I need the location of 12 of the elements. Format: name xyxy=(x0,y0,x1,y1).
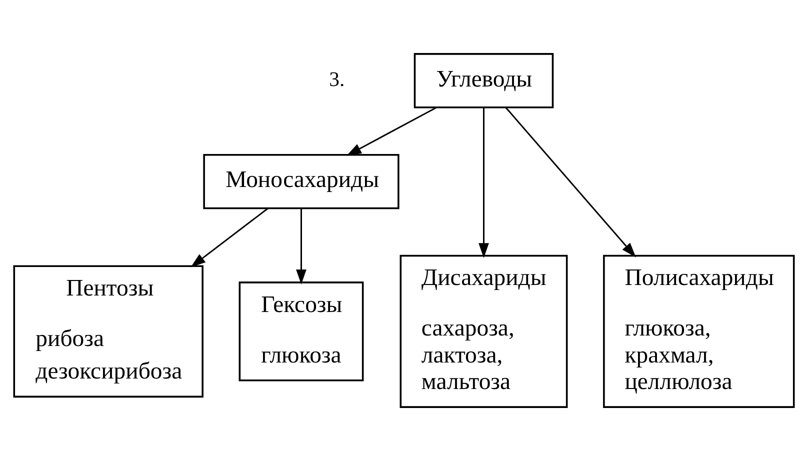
label: 3. xyxy=(329,68,345,92)
arrow xyxy=(505,107,636,258)
node-box: Гексозы глюкоза xyxy=(238,282,364,382)
node-box: Углеводы xyxy=(414,53,554,108)
arrow xyxy=(346,106,437,156)
node-box: Моносахариды xyxy=(203,154,400,210)
node-box: Полисахариды глюкоза, крахмал, целлюлоза xyxy=(603,254,795,408)
arrow xyxy=(478,108,489,258)
arrow xyxy=(296,208,306,284)
node-box: Дисахариды сахароза, лактоза, мальтоза xyxy=(400,254,568,408)
node-box: Пентозы рибоза дезоксирибоза xyxy=(13,265,204,398)
arrow xyxy=(190,208,269,268)
